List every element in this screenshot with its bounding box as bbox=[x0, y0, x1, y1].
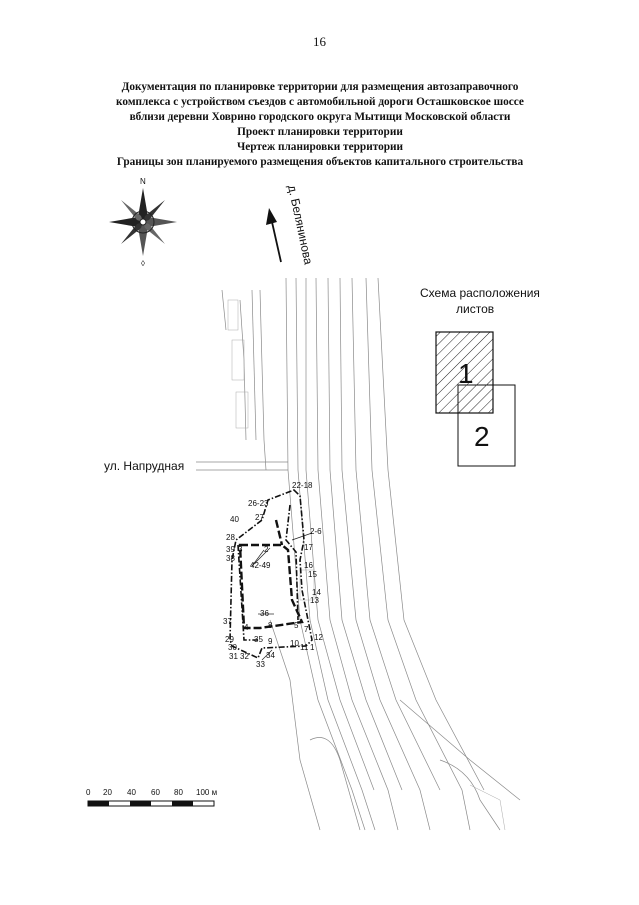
title-line: Чертеж планировки территории bbox=[236, 141, 404, 153]
compass-rose-icon: N ◊ bbox=[109, 177, 177, 268]
scale-tick-label: 80 bbox=[174, 788, 183, 797]
leader-lines bbox=[251, 532, 313, 661]
point-label: 17 bbox=[304, 543, 313, 552]
point-label: 2 bbox=[264, 545, 269, 554]
title-line: Проект планировки территории bbox=[237, 126, 403, 138]
sheet-layout-scheme: Схема расположения листов 1 2 bbox=[420, 286, 540, 467]
point-label: 38 bbox=[226, 554, 235, 563]
point-label: 14 bbox=[312, 588, 321, 597]
sheet-1-frame bbox=[435, 331, 494, 414]
title-line: Границы зон планируемого размещения объе… bbox=[116, 156, 524, 168]
point-label: 1 bbox=[310, 643, 315, 652]
title-line: Документация по планировке территории дл… bbox=[121, 81, 519, 93]
zone-boundary bbox=[229, 489, 313, 660]
scale-tick-label: 40 bbox=[127, 788, 136, 797]
point-label: 37 bbox=[223, 617, 232, 626]
title-line: комплекса с устройством съездов с автомо… bbox=[116, 96, 524, 108]
point-label: 9 bbox=[268, 637, 273, 646]
scale-bar: 0 20 40 60 80 100 м bbox=[86, 788, 217, 807]
point-label: 32 bbox=[240, 652, 249, 661]
svg-text:◊: ◊ bbox=[141, 259, 145, 268]
point-label: 12 bbox=[314, 633, 323, 642]
point-label: 3 bbox=[238, 545, 243, 554]
point-label: 10 bbox=[290, 639, 299, 648]
scale-tick-label: 100 м bbox=[196, 788, 217, 797]
point-label: 11 bbox=[300, 643, 309, 652]
background-detail bbox=[227, 299, 506, 831]
point-label: 31 bbox=[229, 652, 238, 661]
road-corridor bbox=[196, 277, 521, 831]
scale-tick-label: 0 bbox=[86, 788, 91, 797]
sheet-scheme-title: листов bbox=[456, 302, 494, 316]
point-label: 36 bbox=[260, 609, 269, 618]
point-label: 2-6 bbox=[310, 527, 322, 536]
point-labels: 22-18 26-23 27 40 28 2-6 2 17 39 38 3 42… bbox=[223, 481, 323, 669]
zone-inner-boundary bbox=[238, 519, 304, 630]
direction-label: д. Белянинова bbox=[285, 184, 316, 266]
sheet-1-number: 1 bbox=[458, 358, 474, 389]
point-label: 27 bbox=[255, 513, 264, 522]
point-label: 26-23 bbox=[248, 499, 269, 508]
point-label: 8 bbox=[268, 621, 273, 630]
sheet-scheme-title: Схема расположения bbox=[420, 286, 540, 300]
page-number: 16 bbox=[313, 34, 326, 49]
direction-arrow bbox=[266, 208, 282, 263]
compass-north-label: N bbox=[140, 177, 146, 186]
point-label: 34 bbox=[266, 651, 275, 660]
street-label: ул. Напрудная bbox=[104, 459, 184, 473]
point-label: 29 bbox=[225, 635, 234, 644]
sheet-2-number: 2 bbox=[474, 421, 490, 452]
scale-tick-label: 20 bbox=[103, 788, 112, 797]
point-label: 42-49 bbox=[250, 561, 271, 570]
point-label: 15 bbox=[308, 570, 317, 579]
point-label: 40 bbox=[230, 515, 239, 524]
point-label: 5 bbox=[294, 621, 299, 630]
point-label: 33 bbox=[256, 660, 265, 669]
point-label: 35 bbox=[254, 635, 263, 644]
point-label: 39 bbox=[226, 545, 235, 554]
point-label: 16 bbox=[304, 561, 313, 570]
title-line: вблизи деревни Ховрино городского округа… bbox=[129, 111, 511, 123]
point-label: 28 bbox=[226, 533, 235, 542]
point-label: 22-18 bbox=[292, 481, 313, 490]
point-label: 7 bbox=[304, 625, 309, 634]
point-label: 4 bbox=[244, 623, 249, 632]
point-label: 30 bbox=[228, 643, 237, 652]
scale-tick-label: 60 bbox=[151, 788, 160, 797]
point-label: 13 bbox=[310, 596, 319, 605]
document-title: Документация по планировке территории дл… bbox=[60, 80, 580, 170]
